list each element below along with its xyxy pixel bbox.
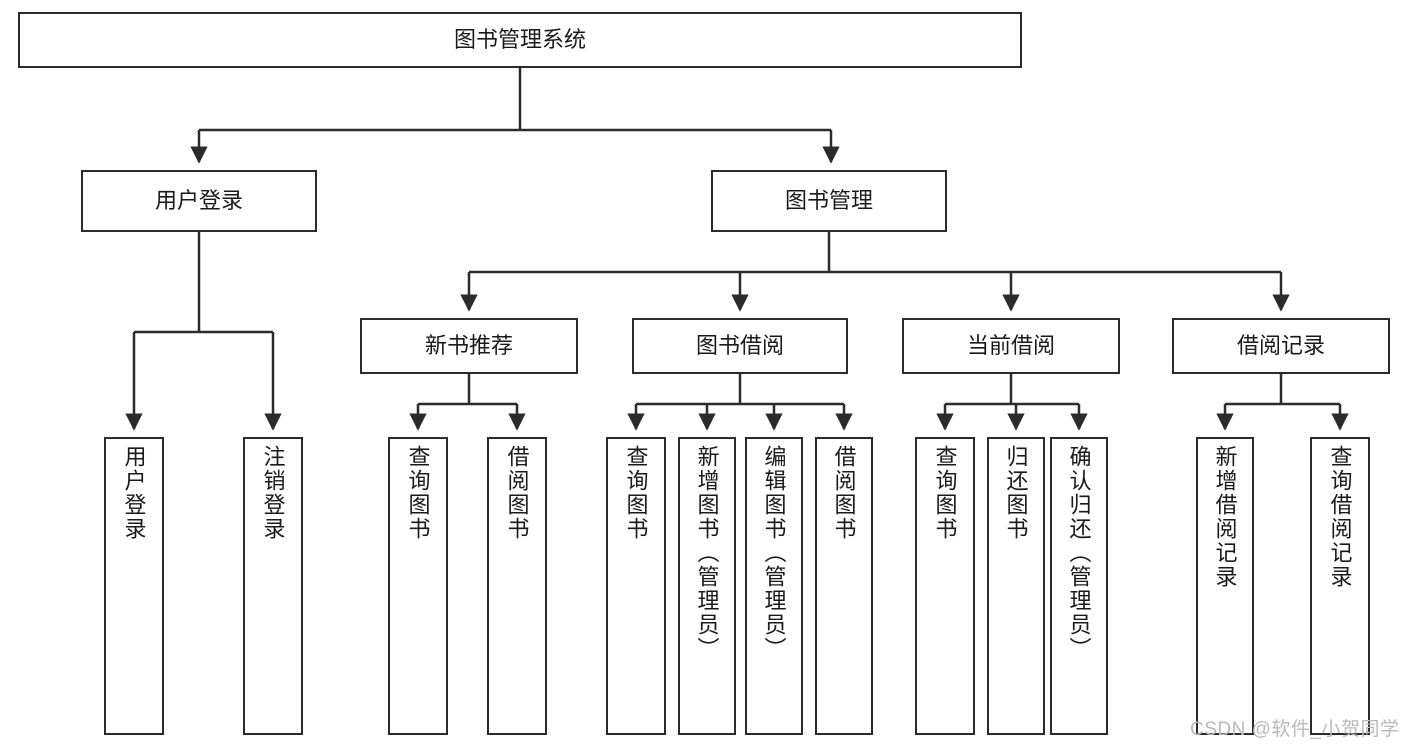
leaf-confirm-return-admin-label: 确认归还（管理员） bbox=[1066, 445, 1092, 661]
leaf-return-books-label: 归还图书 bbox=[1003, 445, 1029, 541]
node-new-book-recommend-label: 新书推荐 bbox=[424, 333, 513, 359]
leaf-query-borrow-record[interactable]: 查询借阅记录 bbox=[1310, 437, 1370, 735]
leaf-query-books-new[interactable]: 查询图书 bbox=[388, 437, 448, 735]
leaf-user-login[interactable]: 用户登录 bbox=[104, 437, 164, 735]
leaf-user-login-label: 用户登录 bbox=[121, 445, 147, 541]
node-book-management-label: 图书管理 bbox=[784, 188, 873, 214]
leaf-query-books-borrow[interactable]: 查询图书 bbox=[606, 437, 666, 735]
leaf-add-book-admin[interactable]: 新增图书（管理员） bbox=[678, 437, 736, 735]
node-user-login-label: 用户登录 bbox=[154, 188, 243, 214]
leaf-query-books-borrow-label: 查询图书 bbox=[623, 445, 649, 541]
node-current-borrow-label: 当前借阅 bbox=[966, 333, 1055, 359]
leaf-add-borrow-record[interactable]: 新增借阅记录 bbox=[1196, 437, 1254, 735]
node-new-book-recommend[interactable]: 新书推荐 bbox=[360, 318, 578, 374]
node-book-borrow-label: 图书借阅 bbox=[695, 333, 784, 359]
leaf-add-borrow-record-label: 新增借阅记录 bbox=[1212, 445, 1238, 589]
leaf-query-books-current-label: 查询图书 bbox=[932, 445, 958, 541]
csdn-watermark: CSDN @软件_小贺同学 bbox=[1190, 719, 1400, 740]
leaf-return-books[interactable]: 归还图书 bbox=[987, 437, 1045, 735]
leaf-borrow-books-new-label: 借阅图书 bbox=[504, 445, 530, 541]
leaf-edit-book-admin[interactable]: 编辑图书（管理员） bbox=[745, 437, 803, 735]
leaf-logout[interactable]: 注销登录 bbox=[243, 437, 303, 735]
leaf-logout-label: 注销登录 bbox=[260, 445, 286, 541]
leaf-edit-book-admin-label: 编辑图书（管理员） bbox=[761, 445, 787, 661]
leaf-query-borrow-record-label: 查询借阅记录 bbox=[1327, 445, 1353, 589]
node-book-borrow[interactable]: 图书借阅 bbox=[632, 318, 848, 374]
node-root[interactable]: 图书管理系统 bbox=[18, 12, 1022, 68]
leaf-add-book-admin-label: 新增图书（管理员） bbox=[694, 445, 720, 661]
node-current-borrow[interactable]: 当前借阅 bbox=[902, 318, 1120, 374]
leaf-query-books-current[interactable]: 查询图书 bbox=[915, 437, 975, 735]
leaf-query-books-new-label: 查询图书 bbox=[405, 445, 431, 541]
node-user-login[interactable]: 用户登录 bbox=[81, 170, 317, 232]
node-root-label: 图书管理系统 bbox=[453, 27, 586, 53]
node-book-management[interactable]: 图书管理 bbox=[711, 170, 947, 232]
leaf-borrow-books[interactable]: 借阅图书 bbox=[815, 437, 873, 735]
node-borrow-records[interactable]: 借阅记录 bbox=[1172, 318, 1390, 374]
leaf-borrow-books-label: 借阅图书 bbox=[831, 445, 857, 541]
leaf-borrow-books-new[interactable]: 借阅图书 bbox=[487, 437, 547, 735]
leaf-confirm-return-admin[interactable]: 确认归还（管理员） bbox=[1050, 437, 1108, 735]
node-borrow-records-label: 借阅记录 bbox=[1236, 333, 1325, 359]
